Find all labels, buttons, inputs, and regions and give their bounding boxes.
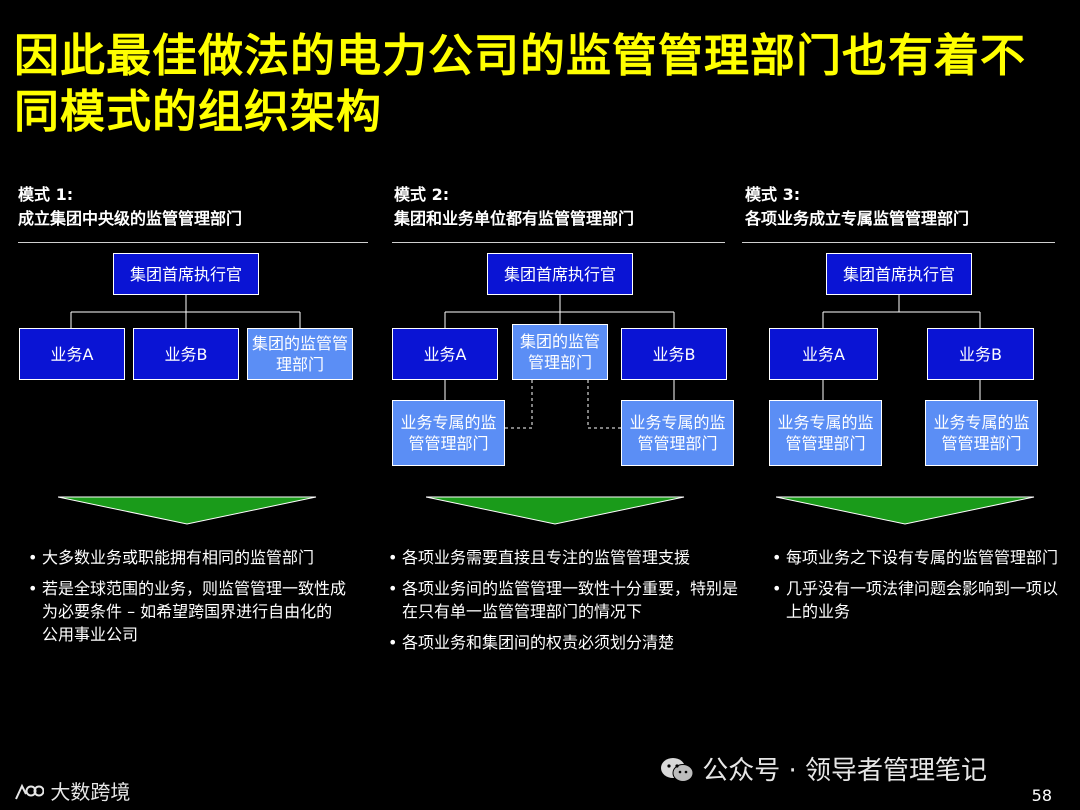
model-3-label: 模式 3: — [745, 185, 801, 204]
model-3-subtitle: 各项业务成立专属监管管理部门 — [745, 209, 970, 228]
model-3-divider — [742, 242, 1055, 243]
model-3-down-arrow-icon — [776, 496, 1035, 525]
brand-logo: 大数跨境 — [14, 776, 130, 805]
model-2-down-arrow-icon — [426, 496, 685, 525]
model-2-business-b-box: 业务B — [621, 328, 727, 380]
model-1-ceo-box: 集团首席执行官 — [113, 253, 259, 295]
list-item: 若是全球范围的业务，则监管管理一致性成为必要条件 – 如希望跨国界进行自由化的公… — [28, 577, 348, 646]
list-item: 各项业务和集团间的权责必须划分清楚 — [388, 631, 738, 654]
model-2-ceo-box: 集团首席执行官 — [487, 253, 633, 295]
model-1-subtitle: 成立集团中央级的监管管理部门 — [18, 209, 243, 228]
list-item: 几乎没有一项法律问题会影响到一项以上的业务 — [772, 577, 1062, 623]
brand-logo-text: 大数跨境 — [50, 780, 131, 804]
model-1-group-regulatory-box: 集团的监管管理部门 — [247, 328, 353, 380]
model-3-business-b-box: 业务B — [927, 328, 1034, 380]
list-item: 每项业务之下设有专属的监管管理部门 — [772, 546, 1062, 569]
model-2-header: 模式 2: 集团和业务单位都有监管管理部门 — [394, 183, 634, 231]
model-1-divider — [18, 242, 368, 243]
model-1-bullets: 大多数业务或职能拥有相同的监管部门 若是全球范围的业务，则监管管理一致性成为必要… — [28, 546, 348, 654]
page-number: 58 — [1031, 786, 1052, 805]
model-3-business-a-regulatory-box: 业务专属的监管管理部门 — [769, 400, 882, 466]
wechat-icon — [660, 757, 694, 783]
page-title: 因此最佳做法的电力公司的监管管理部门也有着不同模式的组织架构 — [14, 29, 1027, 138]
model-2-subtitle: 集团和业务单位都有监管管理部门 — [394, 209, 635, 228]
model-3-ceo-box: 集团首席执行官 — [826, 253, 972, 295]
model-1-down-arrow-icon — [58, 496, 317, 525]
list-item: 各项业务需要直接且专注的监管管理支援 — [388, 546, 738, 569]
model-2-business-b-regulatory-box: 业务专属的监管管理部门 — [621, 400, 734, 466]
model-2-label: 模式 2: — [394, 185, 450, 204]
model-2-divider — [392, 242, 725, 243]
model-1-label: 模式 1: — [18, 185, 74, 204]
model-2-business-a-regulatory-box: 业务专属的监管管理部门 — [392, 400, 505, 466]
brand-logo-icon — [14, 782, 45, 802]
list-item: 大多数业务或职能拥有相同的监管部门 — [28, 546, 348, 569]
list-item: 各项业务间的监管管理一致性十分重要，特别是在只有单一监管管理部门的情况下 — [388, 577, 738, 623]
model-2-business-a-box: 业务A — [392, 328, 498, 380]
model-1-header: 模式 1: 成立集团中央级的监管管理部门 — [18, 183, 242, 231]
watermark: 公众号 · 领导者管理笔记 — [660, 750, 987, 787]
model-3-business-b-regulatory-box: 业务专属的监管管理部门 — [925, 400, 1038, 466]
model-1-business-a-box: 业务A — [19, 328, 125, 380]
model-3-header: 模式 3: 各项业务成立专属监管管理部门 — [745, 183, 969, 231]
model-2-bullets: 各项业务需要直接且专注的监管管理支援 各项业务间的监管管理一致性十分重要，特别是… — [388, 546, 738, 662]
model-3-business-a-box: 业务A — [769, 328, 878, 380]
model-3-bullets: 每项业务之下设有专属的监管管理部门 几乎没有一项法律问题会影响到一项以上的业务 — [772, 546, 1062, 631]
watermark-text: 公众号 · 领导者管理笔记 — [702, 756, 988, 786]
model-2-group-regulatory-box: 集团的监管管理部门 — [512, 324, 608, 380]
model-1-business-b-box: 业务B — [133, 328, 239, 380]
